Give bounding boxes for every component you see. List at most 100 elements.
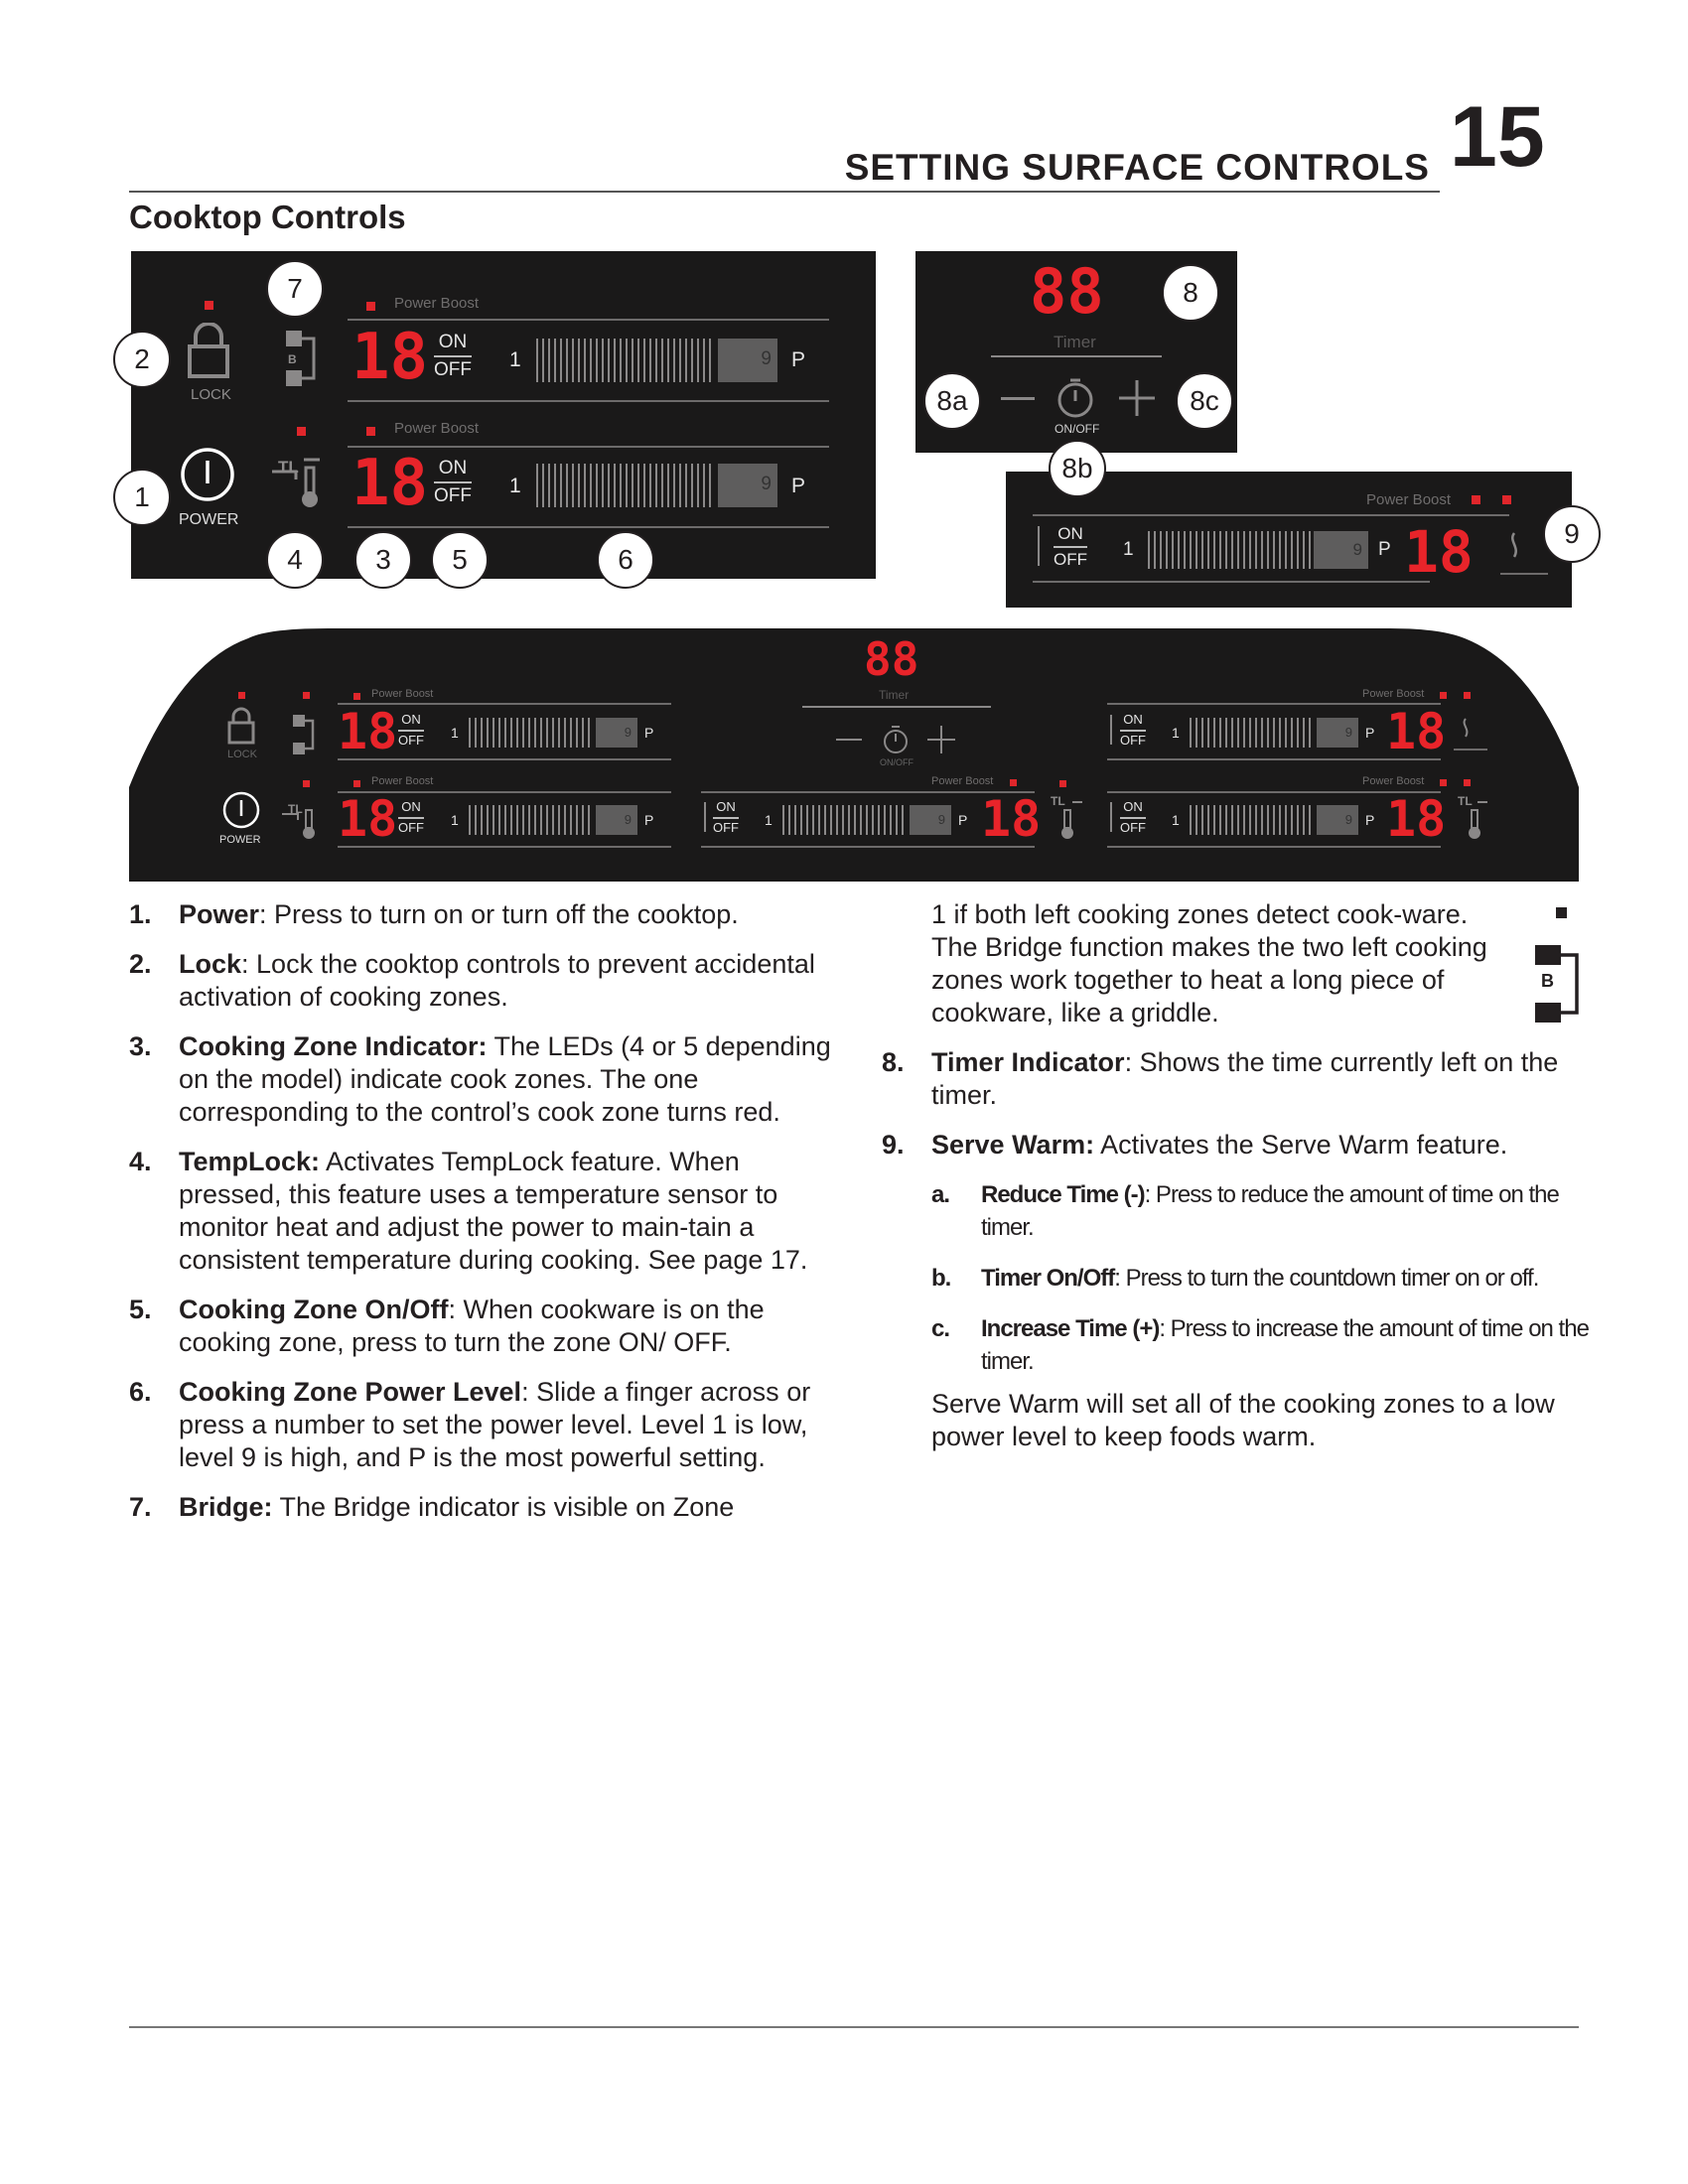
- fp-zone-r2-top-rule: [1107, 791, 1441, 793]
- zone1-power-slider[interactable]: 9: [536, 339, 777, 382]
- bridge-icon[interactable]: [280, 329, 322, 390]
- zone2-power-slider[interactable]: 9: [536, 464, 777, 507]
- plus-icon[interactable]: [1119, 380, 1155, 416]
- callout-2: 2: [113, 331, 171, 388]
- fp-timer-label: Timer: [879, 688, 910, 702]
- serve-warm-icon[interactable]: [1500, 531, 1530, 567]
- on-text: ON: [1123, 799, 1143, 814]
- serve-warm-rule: [1500, 573, 1548, 575]
- callout-4: 4: [266, 531, 324, 589]
- off-text: OFF: [398, 732, 424, 748]
- right-power-slider[interactable]: 9: [1148, 531, 1368, 569]
- fp-zone-r2-level-low: 1: [1172, 812, 1180, 828]
- item-term: Lock: [179, 949, 242, 979]
- subitem-letter: b.: [931, 1265, 951, 1292]
- fp-power-icon[interactable]: [221, 790, 261, 830]
- item-text: : Lock the cooktop controls to prevent a…: [179, 949, 815, 1012]
- zone1-power-boost: Power Boost: [394, 295, 480, 312]
- page-number: 15: [1450, 89, 1545, 185]
- item-number: 8.: [882, 1047, 905, 1077]
- timer-display: 88: [1030, 255, 1104, 328]
- bridge-indicator-icon: [1535, 945, 1579, 1023]
- callout-8c: 8c: [1176, 372, 1233, 430]
- list-item-timer: 8.Timer Indicator: Shows the time curren…: [882, 1046, 1597, 1112]
- slider-nine: 9: [624, 725, 632, 740]
- list-item-power: 1.Power: Press to turn on or turn off th…: [129, 898, 839, 931]
- subitem-term: Increase Time (+): [981, 1315, 1160, 1342]
- templock-led: [297, 427, 306, 436]
- fp-zone-l1-onoff[interactable]: ON OFF: [398, 712, 424, 749]
- right-power-boost: Power Boost: [1366, 491, 1452, 508]
- right-boost-led: [1472, 495, 1480, 504]
- fp-zone-c2-templock-icon[interactable]: [1045, 798, 1084, 842]
- subitem-increase-time: c.Increase Time (+): Press to increase t…: [931, 1312, 1597, 1378]
- item-term: Timer Indicator: [931, 1047, 1125, 1077]
- fp-templock-label: TL: [288, 802, 303, 816]
- zone1-bottom-rule: [348, 400, 829, 402]
- header-rule: [129, 191, 1440, 193]
- callout-8a: 8a: [923, 372, 981, 430]
- fp-zone-r1-slider[interactable]: 9: [1190, 718, 1358, 748]
- fp-zone-r1-power-boost: Power Boost: [1362, 688, 1425, 700]
- zone2-level-p: P: [791, 475, 806, 497]
- item-term: Bridge:: [179, 1492, 273, 1522]
- lock-icon[interactable]: [186, 323, 231, 378]
- fp-bridge-icon[interactable]: [290, 713, 318, 756]
- fp-zone-r2-templock-icon[interactable]: [1450, 798, 1489, 842]
- onoff-separator: [1038, 526, 1040, 566]
- minus-icon[interactable]: [1001, 397, 1035, 400]
- left-description-list: 1.Power: Press to turn on or turn off th…: [129, 898, 839, 1541]
- fp-zone-c2-top-rule: [701, 791, 1035, 793]
- zone1-top-rule: [348, 319, 829, 321]
- fp-zone-c2-slider[interactable]: 9: [782, 805, 951, 835]
- fp-zone-r1-bottom-rule: [1107, 758, 1441, 760]
- list-item-bridge-continued: 1 if both left cooking zones detect cook…: [882, 898, 1597, 1029]
- fp-zone-l2-level-low: 1: [451, 812, 459, 828]
- right-level-low: 1: [1123, 539, 1134, 560]
- slider-nine: 9: [1344, 812, 1352, 827]
- fp-zone-c2-level-low: 1: [765, 812, 773, 828]
- fp-zone-c2-display: 18: [981, 790, 1042, 848]
- fp-zone-r2-slider[interactable]: 9: [1190, 805, 1358, 835]
- zone1-led: [366, 302, 375, 311]
- callout-1: 1: [113, 469, 171, 526]
- fp-plus-icon[interactable]: [927, 726, 955, 753]
- fp-lock-icon[interactable]: [226, 707, 256, 745]
- fp-serve-warm-icon[interactable]: [1456, 717, 1477, 745]
- zone2-led: [366, 427, 375, 436]
- fp-zone-c2-boost-led: [1010, 779, 1017, 786]
- slider-nine: 9: [1344, 725, 1352, 740]
- templock-icon[interactable]: [270, 450, 326, 511]
- stopwatch-icon[interactable]: [1055, 376, 1096, 420]
- fp-zone-c2-power-boost: Power Boost: [931, 775, 994, 787]
- callout-8: 8: [1162, 264, 1219, 322]
- slider-nine: 9: [624, 812, 632, 827]
- chapter-title: SETTING SURFACE CONTROLS: [844, 147, 1430, 188]
- callout-8b: 8b: [1049, 440, 1106, 497]
- item-term: TempLock:: [179, 1147, 321, 1176]
- on-text: ON: [438, 458, 468, 478]
- fp-zone-l2-slider[interactable]: 9: [469, 805, 637, 835]
- fp-zone-r2-templock-label: TL: [1458, 794, 1473, 808]
- fp-zone-r1-display: 18: [1386, 703, 1447, 760]
- fp-minus-icon[interactable]: [836, 739, 862, 741]
- right-bottom-rule: [1033, 581, 1430, 583]
- fp-stopwatch-icon[interactable]: [881, 724, 911, 755]
- off-text: OFF: [398, 819, 424, 835]
- callout-7: 7: [266, 260, 324, 318]
- on-text: ON: [401, 712, 421, 727]
- fp-timer-onoff-label: ON/OFF: [880, 757, 914, 767]
- power-icon[interactable]: [179, 446, 236, 503]
- zone2-power-boost: Power Boost: [394, 420, 480, 437]
- item-term: Cooking Zone Indicator:: [179, 1031, 488, 1061]
- fp-zone-l1-slider[interactable]: 9: [469, 718, 637, 748]
- right-display: 18: [1404, 518, 1474, 586]
- fp-templock-icon[interactable]: [280, 798, 320, 842]
